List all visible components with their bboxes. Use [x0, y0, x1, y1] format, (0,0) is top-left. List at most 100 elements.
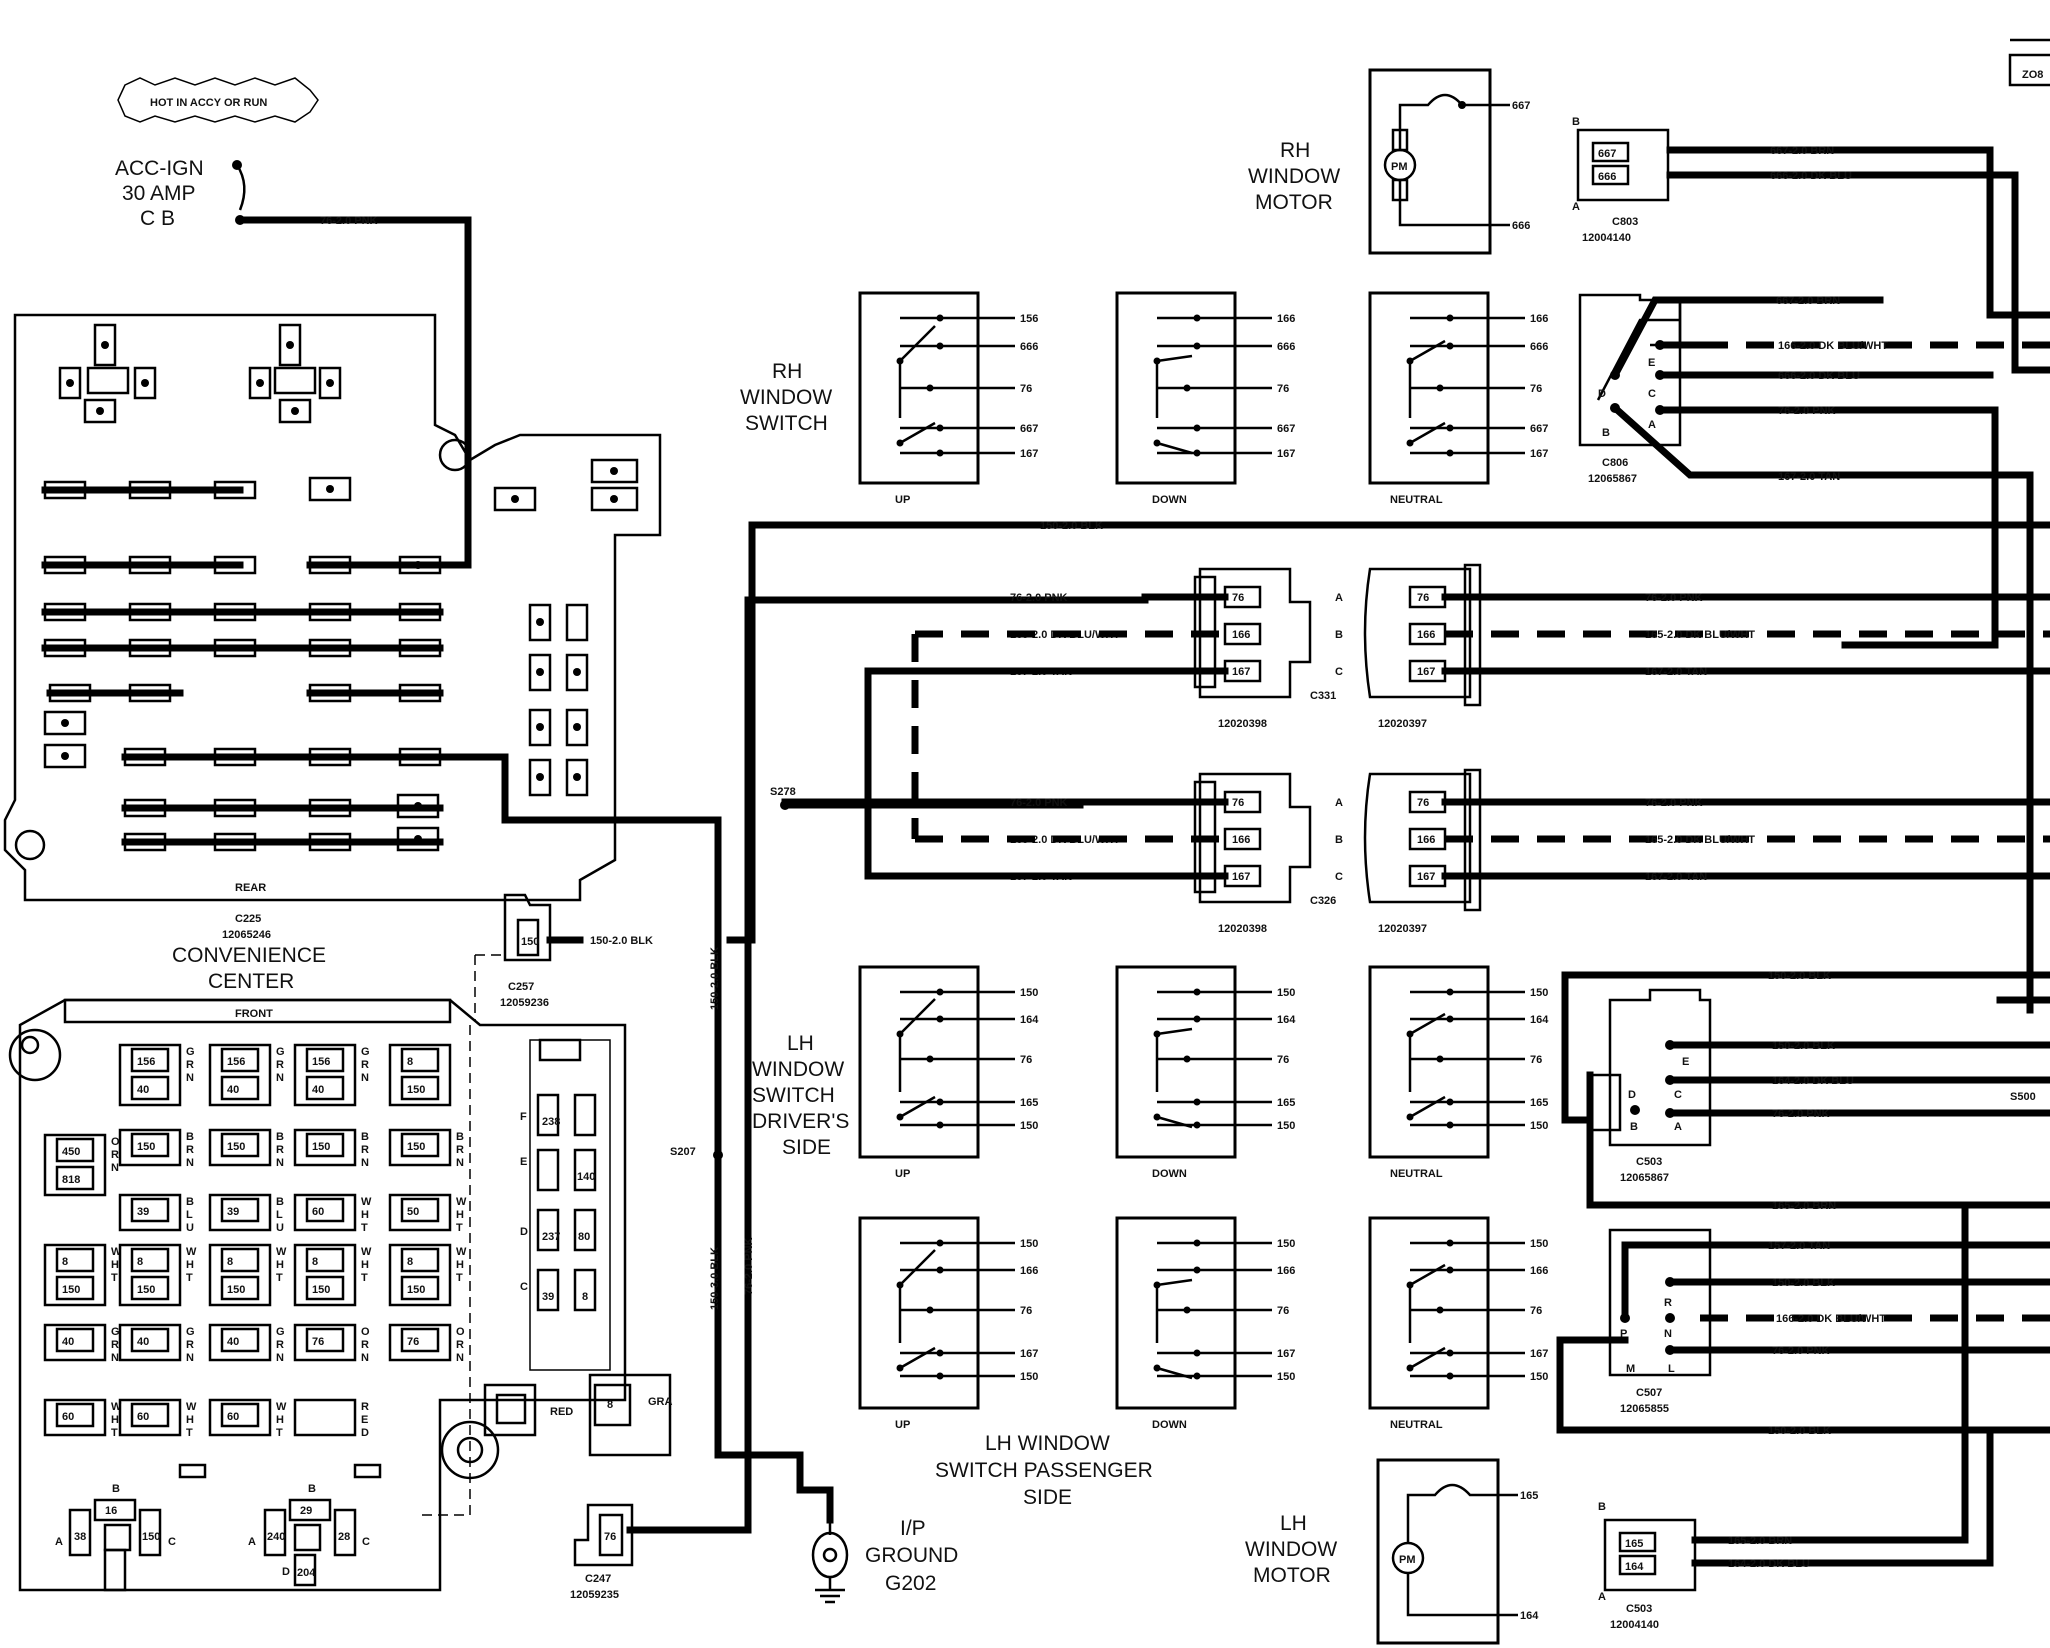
- c331-left-pin-1: 166: [1232, 629, 1250, 641]
- c225-label: C225: [235, 913, 261, 925]
- lhd-terminal-up-4: 150: [1020, 1120, 1038, 1132]
- fuse-cell-side: R: [456, 1144, 464, 1156]
- fuse-cell-side: W: [186, 1246, 197, 1258]
- c503u-name: C503: [1636, 1156, 1662, 1168]
- rh-terminal-up-3: 667: [1020, 423, 1038, 435]
- c503u-pin-e: E: [1682, 1056, 1689, 1068]
- c503l-b: B: [1598, 1501, 1606, 1513]
- bottom-sockets: 16 38 150 B A C 29 240 28 204 B A C D: [55, 1463, 382, 1592]
- fuse-cell-side: H: [186, 1259, 194, 1271]
- fuse-cell-top: 60: [137, 1411, 149, 1423]
- c507-part: 12065855: [1620, 1403, 1669, 1415]
- lhd-line5: SIDE: [782, 1136, 831, 1159]
- side-label-d: D: [520, 1226, 528, 1238]
- c326-right-pin-2: 167: [1417, 871, 1435, 883]
- lhp-line2: SWITCH PASSENGER: [935, 1459, 1153, 1482]
- fuse-cell-side: H: [456, 1259, 464, 1271]
- fuse-cell-side: H: [276, 1259, 284, 1271]
- fuse-cell-top: 60: [62, 1411, 74, 1423]
- fuse-cell-bottom: 150: [137, 1284, 155, 1296]
- c331-right-pin-0: 76: [1417, 592, 1429, 604]
- convenience-center-front: FRONT 15640GRN15640GRN15640GRN8150450818…: [8, 954, 673, 1592]
- fuse-cell-top: 40: [62, 1336, 74, 1348]
- ground-g202: I/P GROUND G202: [811, 1517, 958, 1604]
- lhd-terminal-up-3: 165: [1020, 1097, 1038, 1109]
- lhd-terminal-down-0: 150: [1277, 987, 1295, 999]
- lhp-terminal-up-4: 150: [1020, 1371, 1038, 1383]
- c507-wire-166: 166-2.0 DK BLU/WHT: [1776, 1313, 1886, 1325]
- lhd-state-down: DOWN: [1152, 1168, 1187, 1180]
- fuse-cell-side: T: [276, 1272, 283, 1284]
- c503-lower-connector: 165 164 B A C503 12004140 165-2.0 BRN 16…: [1598, 1201, 1994, 1631]
- fuse-cell-top: 8: [312, 1256, 318, 1268]
- socket-right-b: B: [308, 1483, 316, 1495]
- rh-motor-line1: RH: [1280, 139, 1310, 162]
- socket-right-top: 29: [300, 1505, 312, 1517]
- c503l-name: C503: [1626, 1603, 1652, 1615]
- fuse-cell-side: R: [361, 1059, 369, 1071]
- fuse-cell-bottom: 40: [137, 1084, 149, 1096]
- c507-pin-m: M: [1626, 1363, 1635, 1375]
- lhp-line3: SIDE: [1023, 1486, 1072, 1509]
- lhd-terminal-down-4: 150: [1277, 1120, 1295, 1132]
- c257-wire: 150-2.0 BLK: [590, 935, 653, 947]
- rear-label: REAR: [235, 882, 266, 894]
- lhd-line3: SWITCH: [752, 1084, 835, 1107]
- c247-part: 12059235: [570, 1589, 619, 1601]
- fuse-cell-side: G: [186, 1326, 195, 1338]
- rh-window-motor: RH WINDOW MOTOR PM 667 666: [1248, 68, 1530, 255]
- lh-driver-switch-title: LH WINDOW SWITCH DRIVER'S SIDE: [752, 1032, 849, 1159]
- fuse-cell-side: U: [276, 1222, 284, 1234]
- fuse-cell-side: R: [361, 1401, 369, 1413]
- corner-label: ZO8: [2022, 69, 2043, 81]
- c326-right-pin-0: 76: [1417, 797, 1429, 809]
- socket-right-left: 240: [267, 1531, 285, 1543]
- fuse-cell-side: N: [186, 1157, 194, 1169]
- lhp-terminal-down-1: 166: [1277, 1265, 1295, 1277]
- c507-pin-r: R: [1664, 1297, 1672, 1309]
- s500-label: S500: [2010, 1091, 2036, 1103]
- fuse-cell-top: 8: [407, 1056, 413, 1068]
- side-value-140: 140: [577, 1171, 595, 1183]
- rh-switch-line1: RH: [772, 360, 802, 383]
- c331-part-left: 12020398: [1218, 718, 1267, 730]
- c503u-wire-76: 76-2.0 PNK: [1772, 1108, 1830, 1120]
- vwire-1-label: 150-2.0 BLK: [709, 947, 721, 1010]
- fuse-cell-side: O: [361, 1326, 370, 1338]
- c806-pin-b: B: [1602, 427, 1610, 439]
- lhp-terminal-down-3: 167: [1277, 1348, 1295, 1360]
- c507-name: C507: [1636, 1387, 1662, 1399]
- side-value-237: 237: [542, 1231, 560, 1243]
- c247-connector: 76 C247 12059235: [570, 1503, 634, 1601]
- side-label-f: F: [520, 1111, 527, 1123]
- fuse-cell-side: B: [186, 1131, 194, 1143]
- fuse-cell-side: T: [111, 1272, 118, 1284]
- rh-state-down: DOWN: [1152, 494, 1187, 506]
- lhp-terminal-neutral-2: 76: [1530, 1305, 1542, 1317]
- ground-line1: I/P: [900, 1517, 926, 1540]
- c331-part-right: 12020397: [1378, 718, 1427, 730]
- c507-pin-n: N: [1664, 1328, 1672, 1340]
- ground-line3: G202: [885, 1572, 936, 1595]
- c803-a: A: [1572, 201, 1580, 213]
- fuse-cell-top: 150: [227, 1141, 245, 1153]
- fuse-cell-side: B: [276, 1196, 284, 1208]
- c806-part: 12065867: [1588, 473, 1637, 485]
